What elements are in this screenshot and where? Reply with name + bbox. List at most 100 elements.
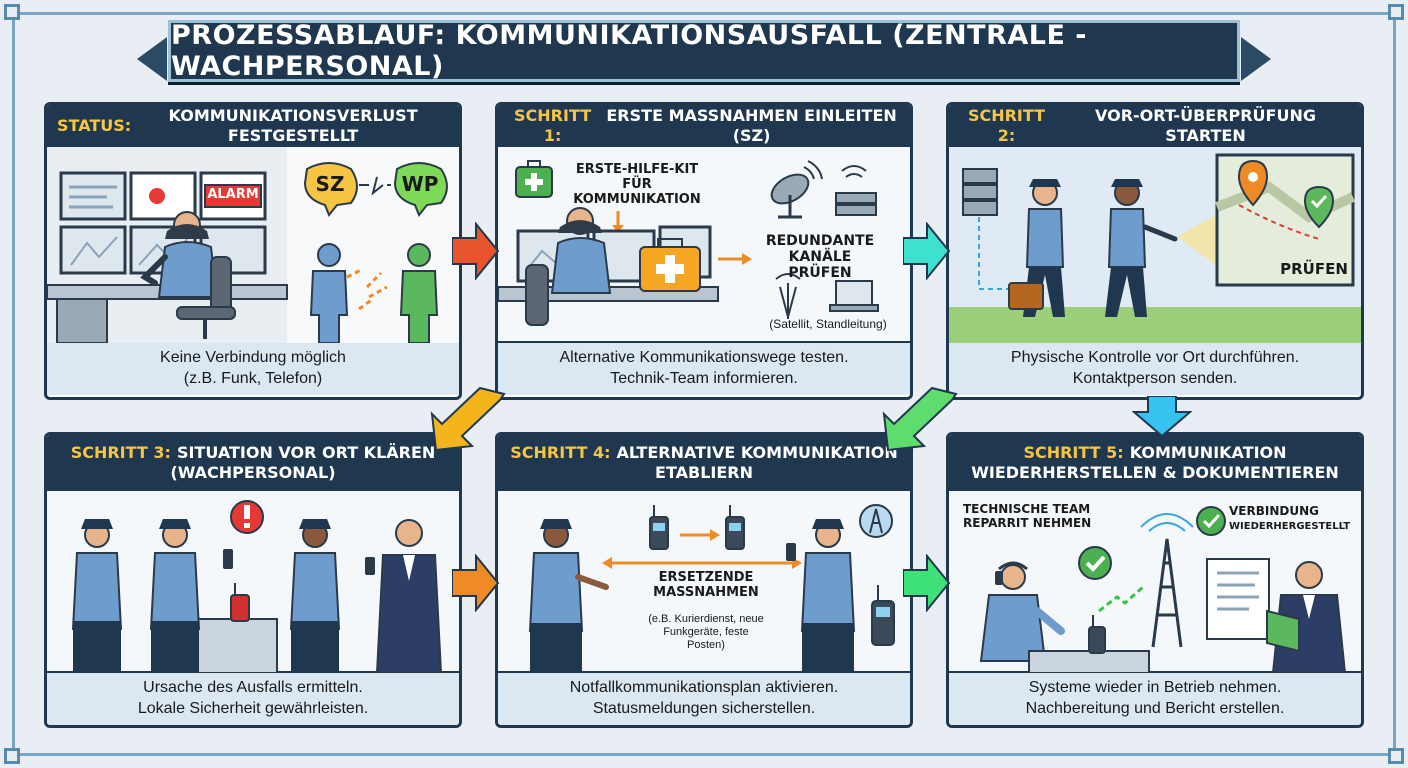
examples-label: (e.B. Kurierdienst, neue Funkgeräte, fes… [648,613,764,652]
page-title: PROZESSABLAUF: KOMMUNIKATIONSAUSFALL (ZE… [171,20,1088,82]
wp-label: WP [401,172,439,196]
header-text-line-1: SITUATION VOR ORT KLÄREN [176,443,436,462]
manager-with-book-icon [1266,561,1347,673]
panel-schritt-1: SCHRITT 1: ERSTE MASSNAHMEN EINLEITEN (S… [495,102,913,400]
caption-line-2: Technik-Team informieren. [610,370,798,387]
panel-illustration [47,491,459,673]
handheld-radio-icon [871,585,895,646]
kit-label: ERSTE-HILFE-KIT FÜR KOMMUNIKATION [573,162,701,207]
panel-caption: Physische Kontrolle vor Ort durchführen.… [949,343,1361,395]
header-text-line-2: WIEDERHERSTELLEN & DOKUMENTIEREN [971,463,1339,482]
first-aid-kit-small-icon [515,160,553,198]
title-banner: PROZESSABLAUF: KOMMUNIKATIONSAUSFALL (ZE… [137,20,1271,82]
channels-label: (Satellit, Standleitung) [769,317,887,331]
alternative-communication-illustration [528,504,895,673]
header-text-line-2: ETABLIERN [655,463,753,482]
panel-header: SCHRITT 3: SITUATION VOR ORT KLÄREN (WACH… [47,435,459,491]
outer-frame [12,12,1396,756]
header-text: KOMMUNIKATIONSVERLUST FESTGESTELLT [168,106,418,145]
alarm-light-icon [149,188,165,204]
panel-header: SCHRITT 2: VOR-ORT-ÜBERPRÜFUNG STARTEN [949,105,1361,147]
check-circle-icon-1 [1078,546,1112,580]
guards-meeting-illustration [71,500,443,673]
caption-line-1: Notfallkommunikationsplan aktivieren. [569,679,839,697]
flow-arrow-step2-to-step4 [882,386,958,452]
header-text-line-2: (WACHPERSONAL) [170,463,336,482]
walkie-talkie-icon-2 [725,505,745,550]
header-text: VOR-ORT-ÜBERPRÜFUNG STARTEN [1095,106,1316,145]
alert-icon [230,500,264,534]
broken-connection-icon [346,267,388,311]
panel-illustration: ALARM SZ WP [47,147,459,343]
wp-person-icon [399,243,439,343]
radio-tower-icon [1140,513,1194,648]
frame-corner-tr [1388,4,1404,20]
tower-badge-icon [859,504,893,538]
flow-arrow-step1-to-step2 [903,222,951,280]
panel-caption: Notfallkommunikationsplan aktivieren. St… [498,673,910,725]
caption-line-2: Kontaktperson senden. [1072,370,1238,387]
caption-line-2: (z.B. Funk, Telefon) [183,370,323,387]
server-icon [835,165,877,216]
header-highlight: SCHRITT 3: [70,443,171,462]
panel-illustration: PRÜFEN [949,147,1361,343]
flow-arrow-step2-to-step5 [1132,396,1192,438]
caption-line-1: Systeme wieder in Betrieb nehmen. [1028,679,1282,697]
flow-arrow-step3-to-step4 [452,554,500,612]
wp-speech-bubble [393,162,448,217]
caption-line-2: Statusmeldungen sicherstellen. [592,700,816,717]
guard-right-icon [786,519,856,673]
header-text-line-1: ALTERNATIVE KOMMUNIKATION [616,443,898,462]
redundant-channels-label: REDUNDANTE KANÄLE PRÜFEN [765,233,875,282]
panel-caption: Systeme wieder in Betrieb nehmen. Nachbe… [949,673,1361,725]
panel-schritt-4: SCHRITT 4:ALTERNATIVE KOMMUNIKATION ETAB… [495,432,913,728]
panel-caption: Alternative Kommunikationswege testen. T… [498,343,910,395]
panel-schritt-3: SCHRITT 3: SITUATION VOR ORT KLÄREN (WACH… [44,432,462,728]
technician-icon [979,561,1065,662]
frame-corner-bl [4,748,20,764]
caption-line-2: Lokale Sicherheit gewährleisten. [137,700,369,717]
panel-header: SCHRITT 1: ERSTE MASSNAHMEN EINLEITEN (S… [498,105,910,147]
antenna-tower-icon [775,273,801,319]
panel-header: SCHRITT 4:ALTERNATIVE KOMMUNIKATION ETAB… [498,435,910,491]
flow-arrow-step1-to-step3 [430,386,506,452]
pruefen-label: PRÜFEN [1280,260,1348,278]
caption-line-1: Alternative Kommunikationswege testen. [559,349,849,367]
guard-3-icon [289,519,341,673]
caption-line-2: Nachbereitung und Bericht erstellen. [1025,700,1285,717]
on-site-check-illustration [949,147,1361,343]
frame-corner-br [1388,748,1404,764]
sz-speech-bubble [303,162,358,217]
satellite-dish-icon [770,160,823,219]
guard-1-icon [71,519,123,673]
guard-2-icon [149,519,233,673]
panel-header: STATUS: KOMMUNIKATIONSVERLUST FESTGESTEL… [47,105,459,147]
header-highlight: SCHRITT 2: [967,106,1046,145]
laptop-icon [829,280,879,312]
manager-icon [365,519,443,673]
alarm-sign [204,184,262,208]
team-label: TECHNISCHE TEAM REPARRIT NEHMEN [963,502,1092,530]
server-rack-icon [962,168,998,216]
control-room-illustration [47,147,459,343]
flow-arrow-status-to-step1 [452,222,500,280]
guard-left-icon [528,519,609,673]
panel-illustration: ERSETZENDE MASSNAHMEN (e.B. Kurierdienst… [498,491,910,673]
repair-radio-icon [1088,615,1106,654]
sz-person-icon [309,243,349,343]
panel-illustration: TECHNISCHE TEAM REPARRIT NEHMEN VERBINDU… [949,491,1361,673]
sz-label: SZ [315,172,345,196]
caption-line-1: Physische Kontrolle vor Ort durchführen. [1010,349,1300,367]
alarm-label: ALARM [207,187,259,202]
frame-corner-tl [4,4,20,20]
panel-schritt-5: SCHRITT 5:KOMMUNIKATION WIEDERHERSTELLEN… [946,432,1364,728]
panel-caption: Keine Verbindung möglich (z.B. Funk, Tel… [47,343,459,395]
header-highlight: SCHRITT 1: [514,106,592,145]
wiederhergestellt-label: WIEDERHERGESTELLT [1229,521,1351,532]
guard-with-briefcase-icon [1008,179,1065,317]
location-pin-icon [1237,159,1269,207]
header-text: ERSTE MASSNAHMEN EINLEITEN (SZ) [606,106,897,145]
panel-header: SCHRITT 5:KOMMUNIKATION WIEDERHERSTELLEN… [949,435,1361,491]
panel-illustration: ERSTE-HILFE-KIT FÜR KOMMUNIKATION REDUND… [498,147,910,343]
panel-schritt-2: SCHRITT 2: VOR-ORT-ÜBERPRÜFUNG STARTEN [946,102,1364,400]
